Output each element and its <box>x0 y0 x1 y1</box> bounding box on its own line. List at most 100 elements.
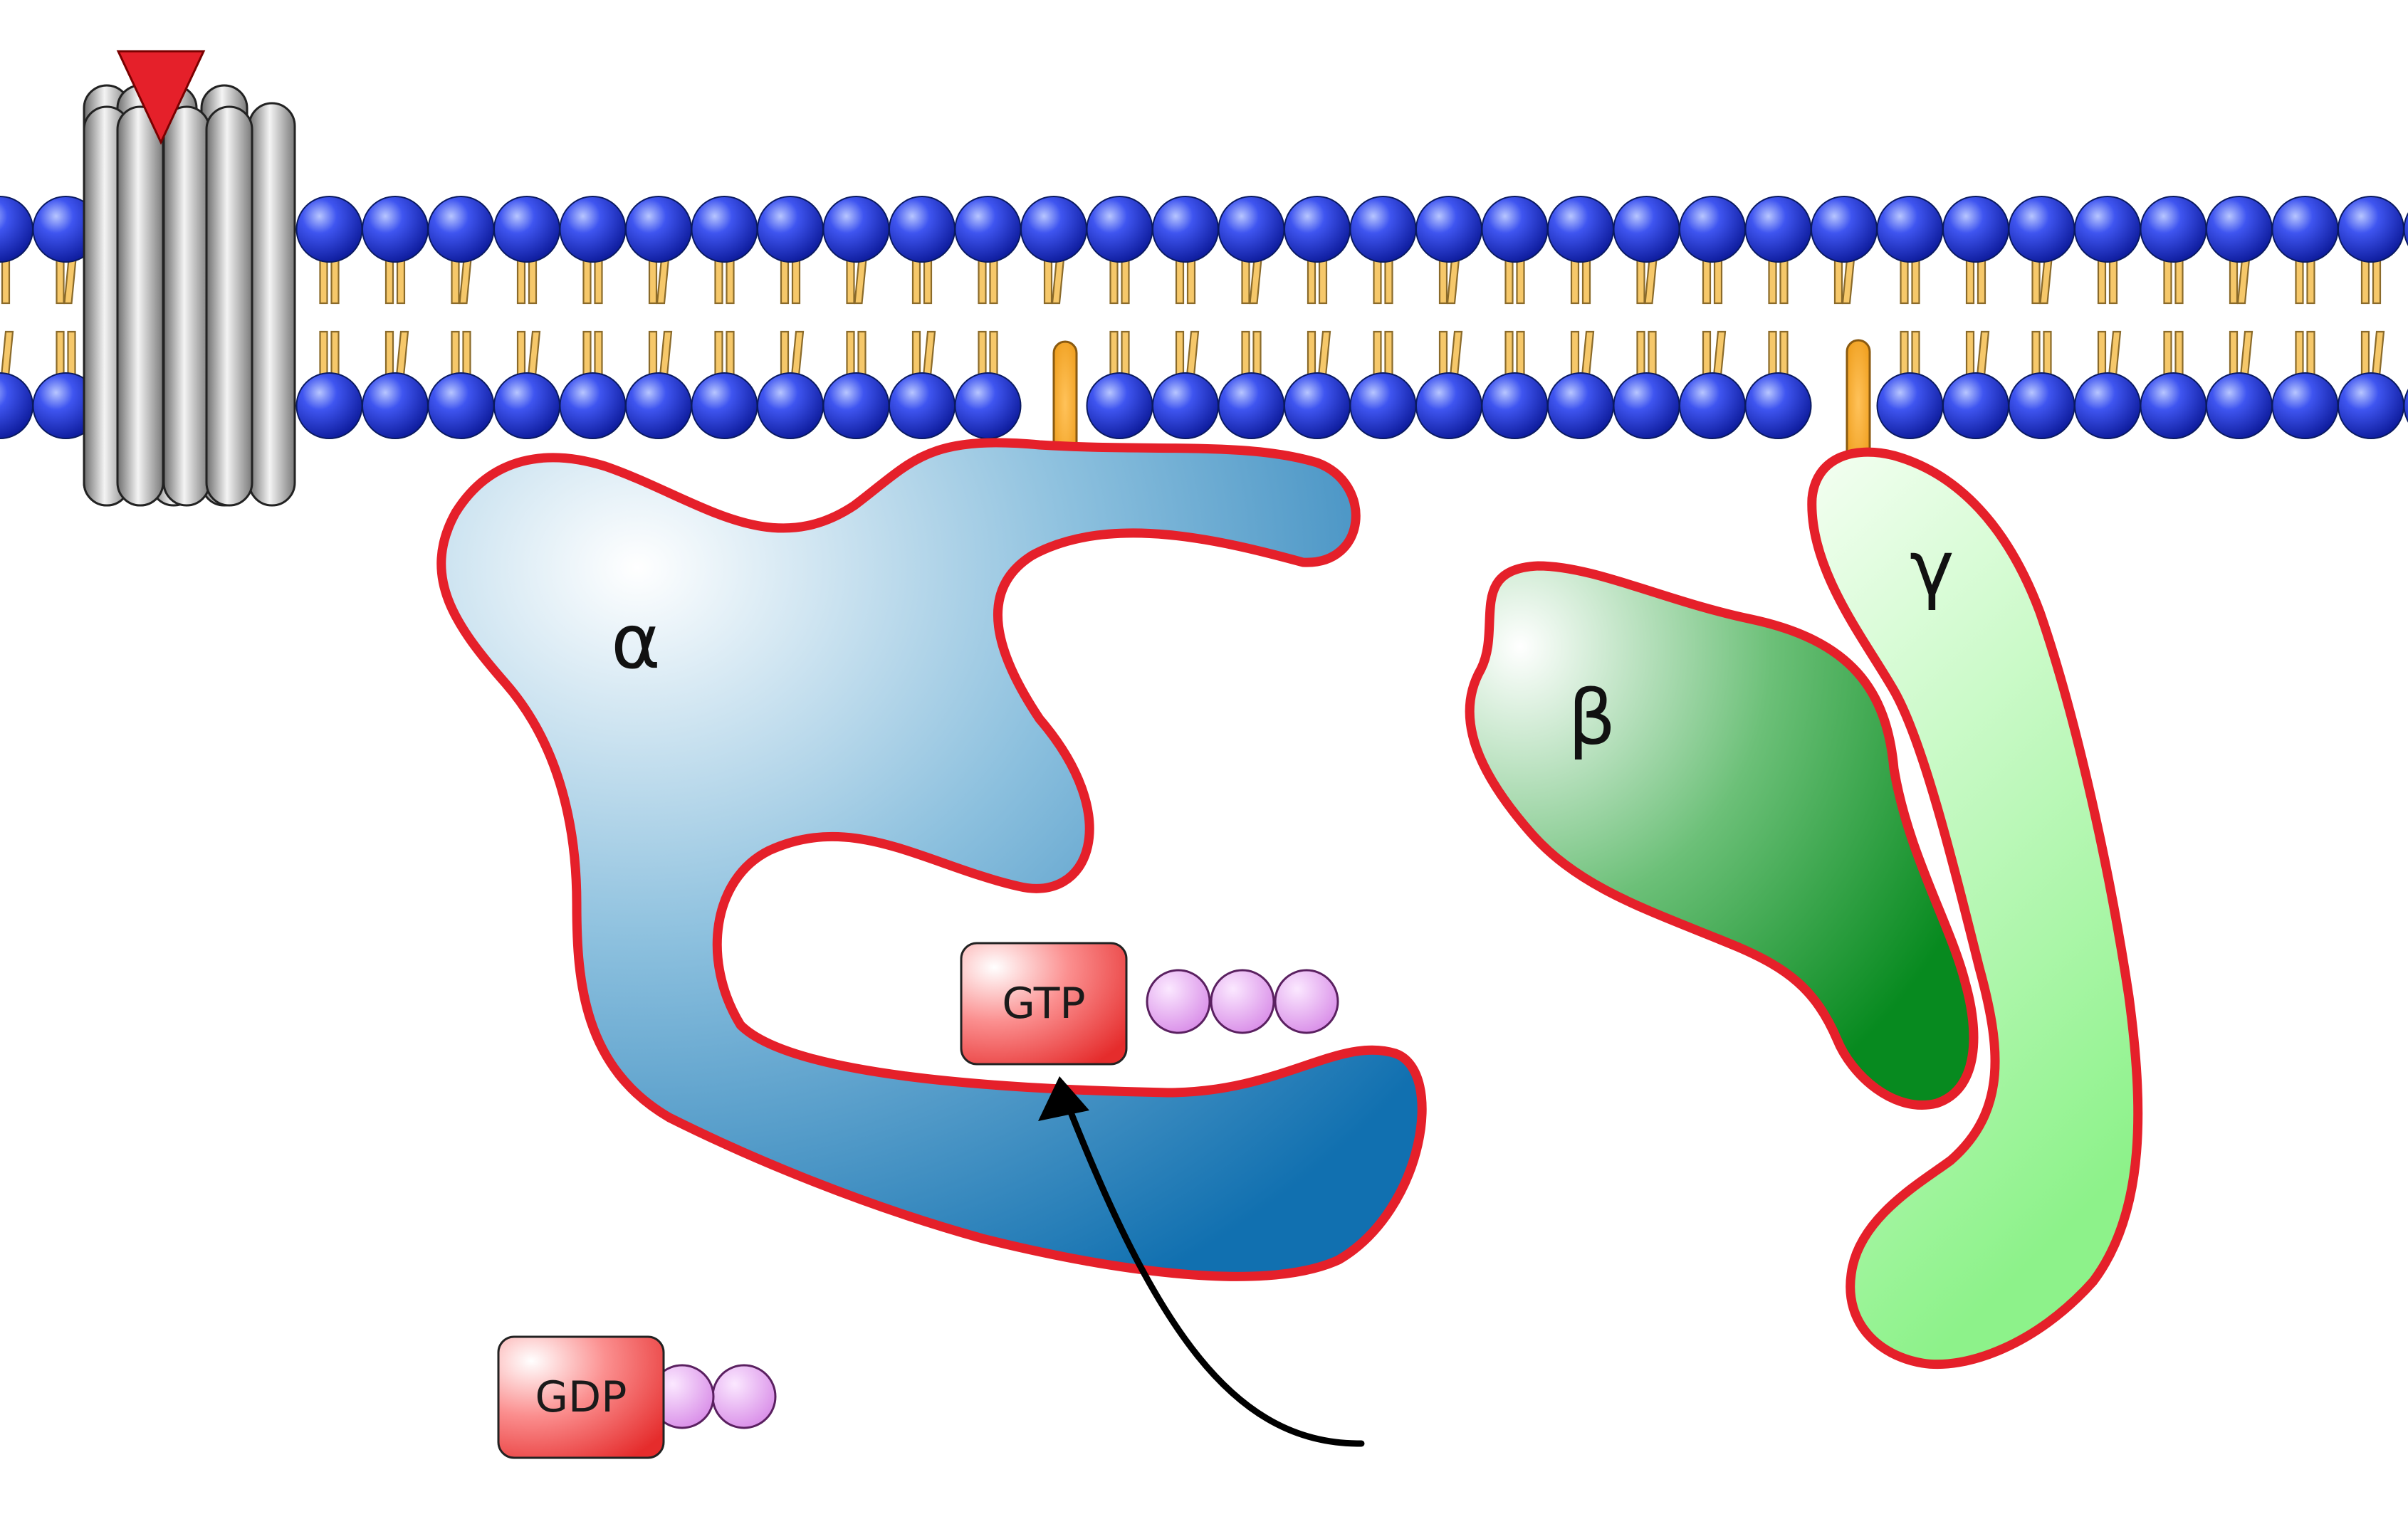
lipid-tail <box>1779 330 1789 377</box>
lipid-tail <box>516 330 526 377</box>
lipid-head <box>1481 196 1549 263</box>
lipid-tail <box>2163 258 2172 305</box>
lipid-head <box>1349 372 1417 439</box>
lipid-tail <box>791 258 801 305</box>
lipid-head <box>2206 372 2273 439</box>
lipid-tail <box>2229 258 2239 305</box>
lipid-tail <box>978 330 987 377</box>
lipid-tail <box>594 330 603 377</box>
lipid-tail <box>1252 330 1262 377</box>
lipid-tail <box>714 330 723 377</box>
lipid-tail <box>1779 258 1789 305</box>
gdp-phosphate <box>711 1364 777 1429</box>
lipid-tail <box>2043 330 2052 377</box>
lipid-tail <box>1911 330 1920 377</box>
lipid-tail <box>1175 330 1185 377</box>
lipid-tail <box>2097 258 2107 305</box>
lipid-head <box>1679 196 1746 263</box>
lipid-head <box>1086 196 1153 263</box>
lipid-tail <box>384 330 394 377</box>
lipid-head <box>2074 196 2141 263</box>
lipid-tail <box>1976 330 1990 377</box>
lipid-tail <box>726 258 735 305</box>
lipid-tail <box>2372 258 2382 305</box>
lipid-tail <box>989 330 998 377</box>
lipid-tail <box>1384 258 1393 305</box>
lipid-head <box>2403 389 2408 423</box>
lipid-tail <box>1241 330 1250 377</box>
lipid-head <box>1613 372 1680 439</box>
lipid-head <box>1942 196 2009 263</box>
lipid-tail <box>451 330 460 377</box>
lipid-tail <box>1841 258 1855 305</box>
lipid-head <box>1152 196 1219 263</box>
lipid-tail <box>1317 330 1331 377</box>
lipid-head <box>822 196 890 263</box>
lipid-tail <box>319 330 328 377</box>
g-gamma-subunit <box>1807 447 2143 1370</box>
lipid-head <box>889 196 956 263</box>
lipid-tail <box>648 330 658 377</box>
lipid-tail <box>1121 258 1130 305</box>
lipid-tail <box>1449 330 1463 377</box>
lipid-tail <box>2306 330 2315 377</box>
lipid-tail <box>1581 330 1595 377</box>
lipid-tail <box>1241 258 1250 305</box>
lipid-head <box>559 372 627 439</box>
lipid-head <box>0 196 33 263</box>
lipid-head <box>954 372 1022 439</box>
lipid-head <box>2338 196 2404 263</box>
lipid-head <box>2271 372 2339 439</box>
lipid-tail <box>330 258 340 305</box>
lipid-tail <box>395 330 409 377</box>
lipid-tail <box>726 330 735 377</box>
lipid-tail <box>528 258 538 305</box>
ligand-triangle <box>116 50 206 145</box>
lipid-head <box>822 372 890 439</box>
lipid-tail <box>2108 258 2118 305</box>
lipid-tail <box>846 258 855 305</box>
lipid-tail <box>462 330 471 377</box>
lipid-head <box>295 196 363 263</box>
lipid-head <box>757 196 824 263</box>
lipid-head <box>625 372 692 439</box>
lipid-head <box>493 372 560 439</box>
lipid-head <box>1020 196 1087 263</box>
lipid-tail <box>1307 258 1316 305</box>
lipid-tail <box>989 258 998 305</box>
lipid-tail <box>923 258 933 305</box>
lipid-tail <box>319 258 328 305</box>
lipid-tail <box>1702 330 1712 377</box>
gtp-phosphate <box>1274 969 1339 1034</box>
lipid-tail <box>648 258 658 305</box>
gtp-box <box>960 942 1128 1066</box>
lipid-tail <box>911 330 921 377</box>
lipid-head <box>1547 372 1614 439</box>
lipid-tail <box>2163 330 2172 377</box>
lipid-head <box>2403 212 2408 246</box>
lipid-head <box>0 372 33 439</box>
lipid-tail <box>1833 258 1843 305</box>
lipid-tail <box>1570 258 1580 305</box>
lipid-tail <box>1648 330 1657 377</box>
lipid-tail <box>1702 258 1712 305</box>
lipid-tail <box>2108 330 2122 377</box>
lipid-tail <box>1109 258 1119 305</box>
lipid-head <box>1613 196 1680 263</box>
lipid-tail <box>527 330 541 377</box>
beta-label: β <box>1568 674 1616 762</box>
gpcr-receptor <box>83 84 296 507</box>
lipid-head <box>1284 372 1351 439</box>
gtp-phosphate <box>1210 969 1275 1034</box>
lipid-head <box>757 372 824 439</box>
gamma-lipid-anchor <box>1846 339 1871 466</box>
lipid-tail <box>857 330 867 377</box>
lipid-tail <box>2295 330 2304 377</box>
lipid-tail <box>1175 258 1185 305</box>
lipid-tail <box>780 258 790 305</box>
lipid-tail <box>1581 258 1591 305</box>
lipid-head <box>1744 196 1812 263</box>
lipid-tail <box>2229 330 2239 377</box>
lipid-head <box>1942 372 2009 439</box>
lipid-tail <box>1768 330 1777 377</box>
